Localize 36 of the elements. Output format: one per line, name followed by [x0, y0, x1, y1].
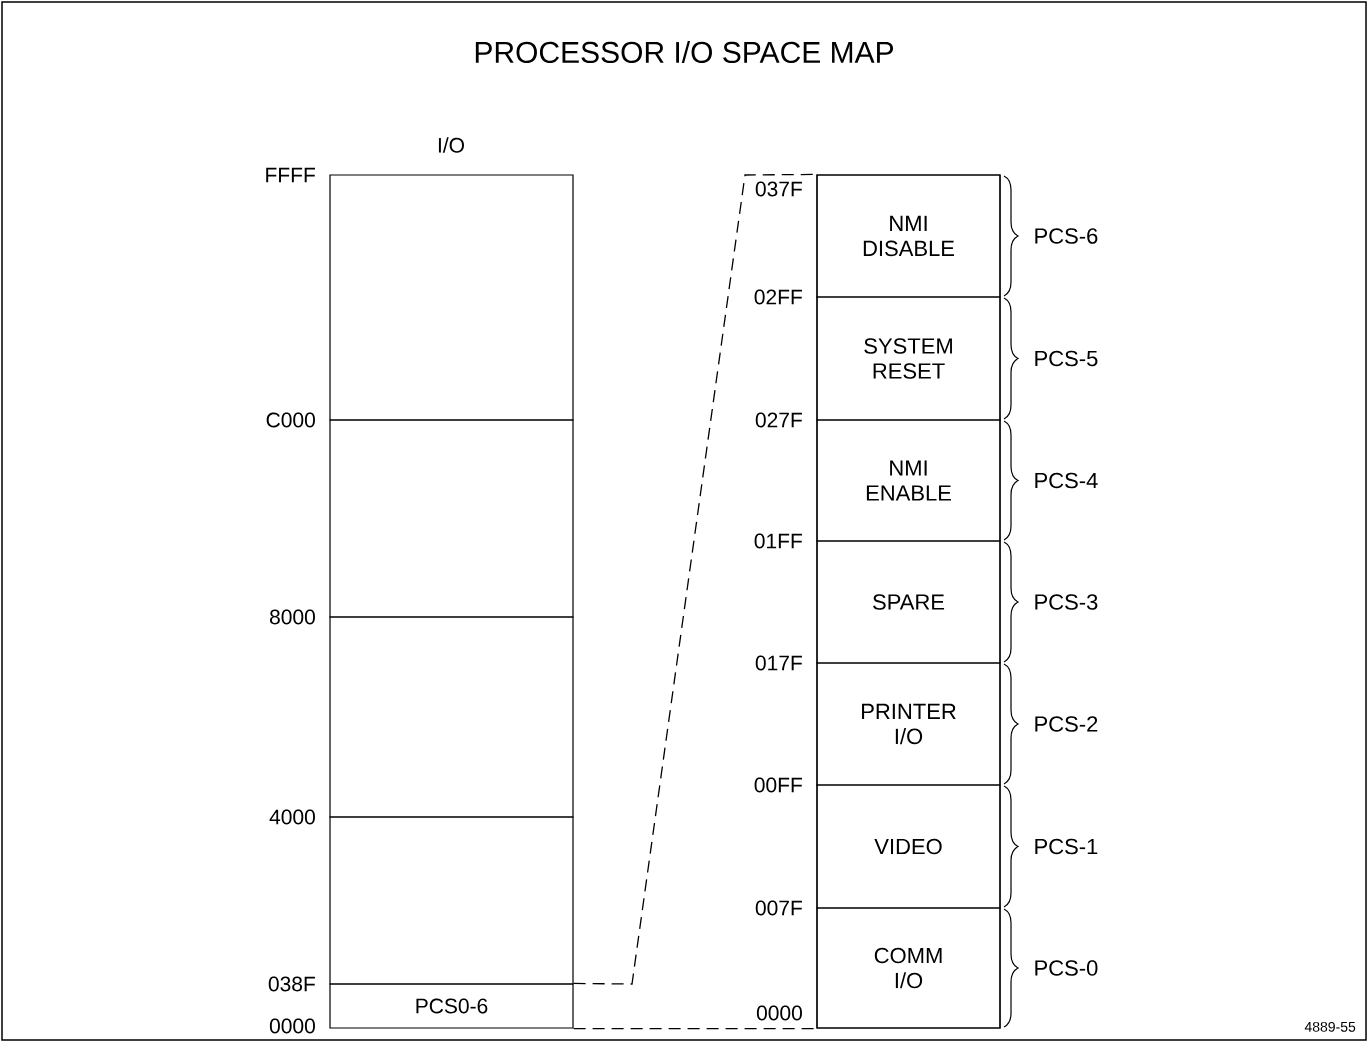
memory-block: PRINTER I/O: [816, 662, 1001, 786]
address-label: 007F: [755, 900, 802, 916]
address-label: C000: [266, 412, 315, 428]
chip-select-label: PCS-1: [1035, 838, 1098, 855]
column-heading: I/O: [438, 137, 464, 153]
address-label: 037F: [755, 181, 802, 197]
address-label: 027F: [755, 412, 802, 428]
address-label: 017F: [755, 655, 802, 671]
address-label: 0000: [269, 1018, 315, 1034]
chip-select-label: PCS-3: [1035, 594, 1098, 610]
memory-block: SYSTEM RESET: [816, 296, 1001, 421]
title: PROCESSOR I/O SPACE MAP: [475, 41, 893, 63]
address-label: 00FF: [754, 777, 802, 793]
address-label: 8000: [270, 609, 315, 625]
chip-select-label: PCS-0: [1035, 960, 1098, 976]
memory-block: SPARE: [816, 540, 1001, 664]
address-label: 02FF: [754, 289, 802, 305]
chip-select-label: PCS-5: [1035, 350, 1098, 367]
memory-block: COMM I/O: [816, 907, 1001, 1029]
chip-select-label: PCS-6: [1035, 228, 1098, 244]
address-label: 038F: [268, 976, 315, 992]
memory-block: [329, 816, 574, 985]
chip-select-label: PCS-2: [1035, 716, 1098, 732]
chip-select-label: PCS-4: [1035, 472, 1098, 489]
figure-number: 4889-55: [1304, 1021, 1356, 1032]
memory-block: PCS0-6: [329, 983, 574, 1029]
memory-block: [329, 174, 574, 421]
address-label: 4000: [269, 809, 315, 825]
memory-block: VIDEO: [816, 784, 1001, 909]
memory-block: [329, 616, 574, 818]
address-label: 01FF: [754, 533, 802, 549]
memory-block: NMI DISABLE: [816, 174, 1001, 298]
address-label: 0000: [756, 1005, 802, 1021]
memory-block: [329, 419, 574, 618]
memory-block: NMI ENABLE: [816, 419, 1001, 542]
address-label: FFFF: [266, 167, 315, 183]
